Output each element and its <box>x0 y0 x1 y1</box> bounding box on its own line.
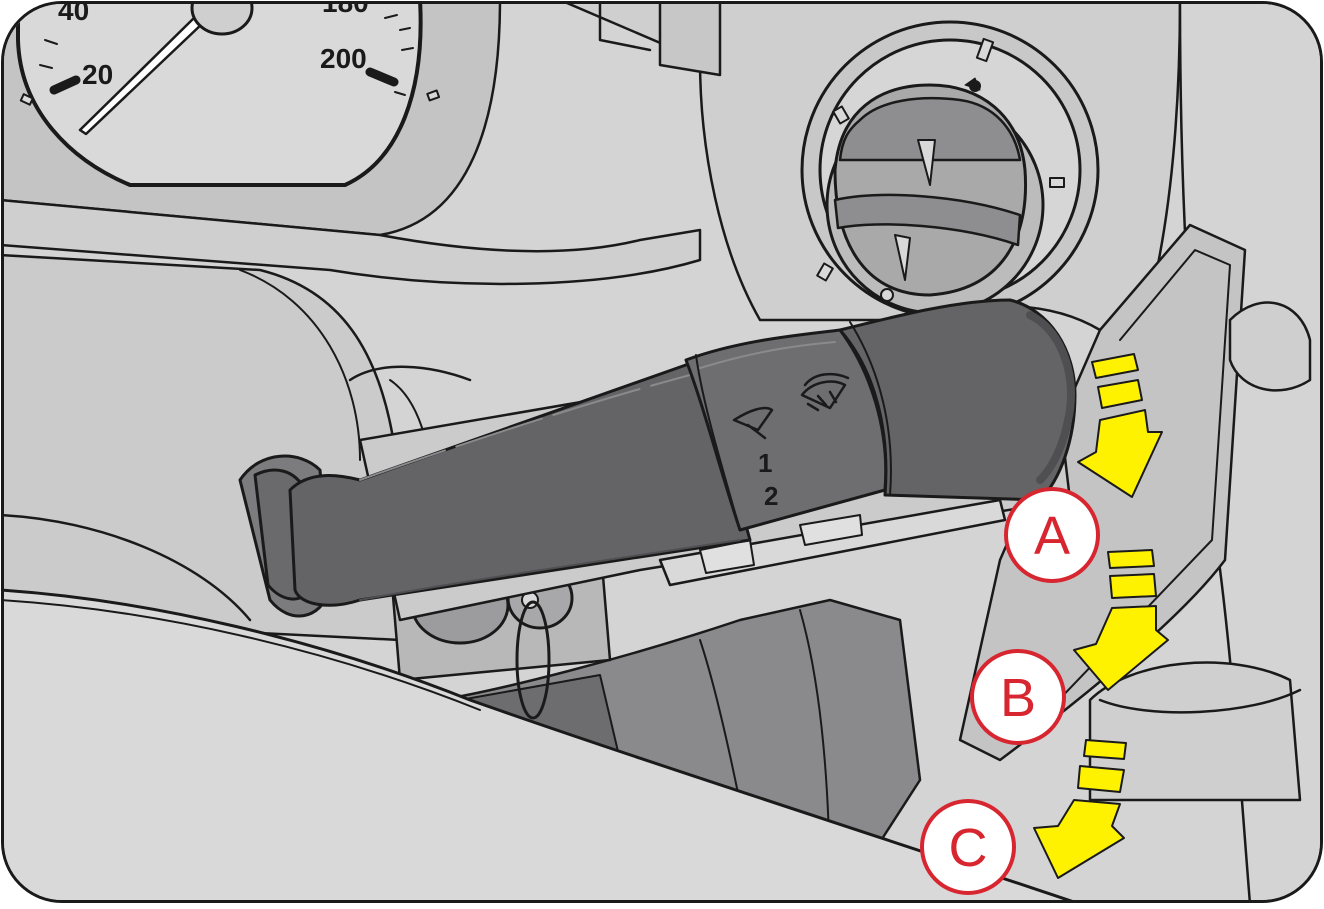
arrow-group-a <box>1077 353 1163 498</box>
arrow-a-dash-1 <box>1091 353 1139 379</box>
callout-a: A <box>1004 487 1100 583</box>
arrow-group-c <box>1033 739 1127 879</box>
needle-hub <box>190 4 254 36</box>
arrow-a-dash-2 <box>1097 379 1143 409</box>
light-switch <box>800 20 1100 320</box>
arrow-b-dash-2 <box>1109 573 1157 599</box>
arrow-b-head <box>1073 605 1169 691</box>
speedometer: 40 20 180 200 <box>16 0 441 187</box>
tick-20 <box>49 75 81 95</box>
stalk-shaft <box>288 358 752 607</box>
speed-label-40: 40 <box>58 0 89 26</box>
speed-label-20: 20 <box>82 59 113 90</box>
arrow-group-b <box>1073 549 1169 691</box>
callout-c-label: C <box>949 818 988 878</box>
arrow-c-dash-2 <box>1077 765 1125 793</box>
wiper-stalk: 1 2 <box>238 298 1077 618</box>
speed-label-180: 180 <box>322 0 369 18</box>
callout-b-label: B <box>1000 668 1036 728</box>
speedometer-face <box>16 4 423 187</box>
callout-c: C <box>920 799 1016 895</box>
single-wiper-icon <box>732 406 774 440</box>
speed-label-200: 200 <box>320 43 367 74</box>
callout-a-label: A <box>1034 506 1070 566</box>
arrow-b-dash-1 <box>1107 549 1155 569</box>
stalk-position-2: 2 <box>764 481 778 511</box>
cluster-lower-trim <box>4 198 702 286</box>
stalk-end-knob <box>838 298 1077 502</box>
tick-200 <box>365 67 399 87</box>
callout-b: B <box>970 649 1066 745</box>
key-ring <box>515 600 551 720</box>
wiper-washer-icon <box>800 372 850 412</box>
arrow-c-dash-1 <box>1083 739 1127 760</box>
arrow-a-head <box>1077 409 1163 498</box>
stalk-position-1: 1 <box>758 448 772 478</box>
arrow-c-head <box>1033 799 1125 879</box>
